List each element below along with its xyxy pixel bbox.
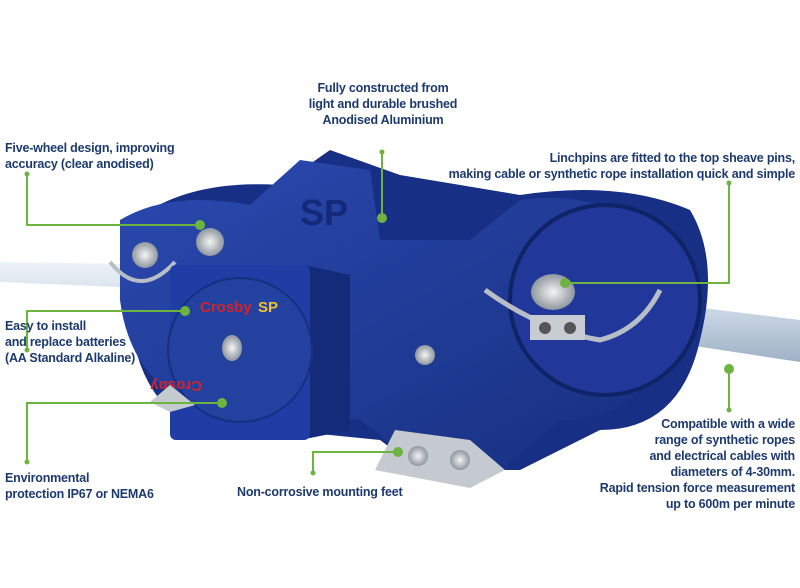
leader-wheels: [26, 174, 200, 226]
callout-batteries: Easy to install and replace batteries (A…: [5, 318, 135, 366]
right-sheave: [508, 203, 702, 397]
callout-linchpins: Linchpins are fitted to the top sheave p…: [448, 150, 796, 182]
svg-text:SP: SP: [300, 192, 348, 233]
leader-dots: [24, 149, 734, 476]
sheave-pin-left: [132, 242, 158, 268]
leader-protection: [26, 402, 222, 462]
callout-line: accuracy (clear anodised): [5, 157, 154, 171]
callout-line: Fully constructed from: [317, 81, 449, 95]
callout-line: range of synthetic ropes: [654, 433, 796, 447]
callout-line: diameters of 4-30mm.: [670, 465, 795, 479]
mounting-foot-left: [150, 385, 195, 412]
callout-line: up to 600m per minute: [665, 497, 795, 511]
callout-protection: Environmental protection IP67 or NEMA6: [5, 470, 154, 502]
linchpin-left: [108, 260, 177, 283]
callout-line: making cable or synthetic rope installat…: [448, 167, 796, 181]
top-wheel: [196, 228, 224, 256]
leader-feet: [312, 451, 398, 473]
battery-box-side: [300, 265, 350, 440]
callout-line: Compatible with a wide: [661, 417, 795, 431]
linchpin-right: [483, 287, 663, 343]
callout-line: Five-wheel design, improving: [5, 141, 175, 155]
callout-line: Environmental: [5, 471, 90, 485]
callout-line: Linchpins are fitted to the top sheave p…: [549, 151, 796, 165]
leader-linchpins: [565, 183, 730, 284]
callout-wheels: Five-wheel design, improving accuracy (c…: [5, 140, 175, 172]
callout-line: Easy to install: [5, 319, 87, 333]
leader-lines: [26, 152, 730, 473]
callout-line: light and durable brushed: [308, 97, 458, 111]
pin-plate: [530, 315, 585, 340]
callout-line: Rapid tension force measurement: [599, 481, 795, 495]
callout-line: Non-corrosive mounting feet: [237, 485, 403, 499]
callout-line: (AA Standard Alkaline): [5, 351, 136, 365]
callout-line: protection IP67 or NEMA6: [5, 487, 154, 501]
mounting-foot: [375, 430, 505, 488]
svg-text:SP: SP: [258, 299, 278, 316]
svg-text:Crosby: Crosby: [150, 377, 202, 394]
leader-batteries: [26, 310, 185, 350]
callout-material: Fully constructed from light and durable…: [283, 80, 483, 128]
callout-line: Anodised Aluminium: [322, 113, 444, 127]
callout-compatibility: Compatible with a wide range of syntheti…: [600, 416, 795, 512]
callout-feet: Non-corrosive mounting feet: [237, 484, 403, 500]
callout-line: and replace batteries: [5, 335, 126, 349]
callout-line: and electrical cables with: [649, 449, 795, 463]
brand-logo: Crosby: [200, 299, 252, 316]
